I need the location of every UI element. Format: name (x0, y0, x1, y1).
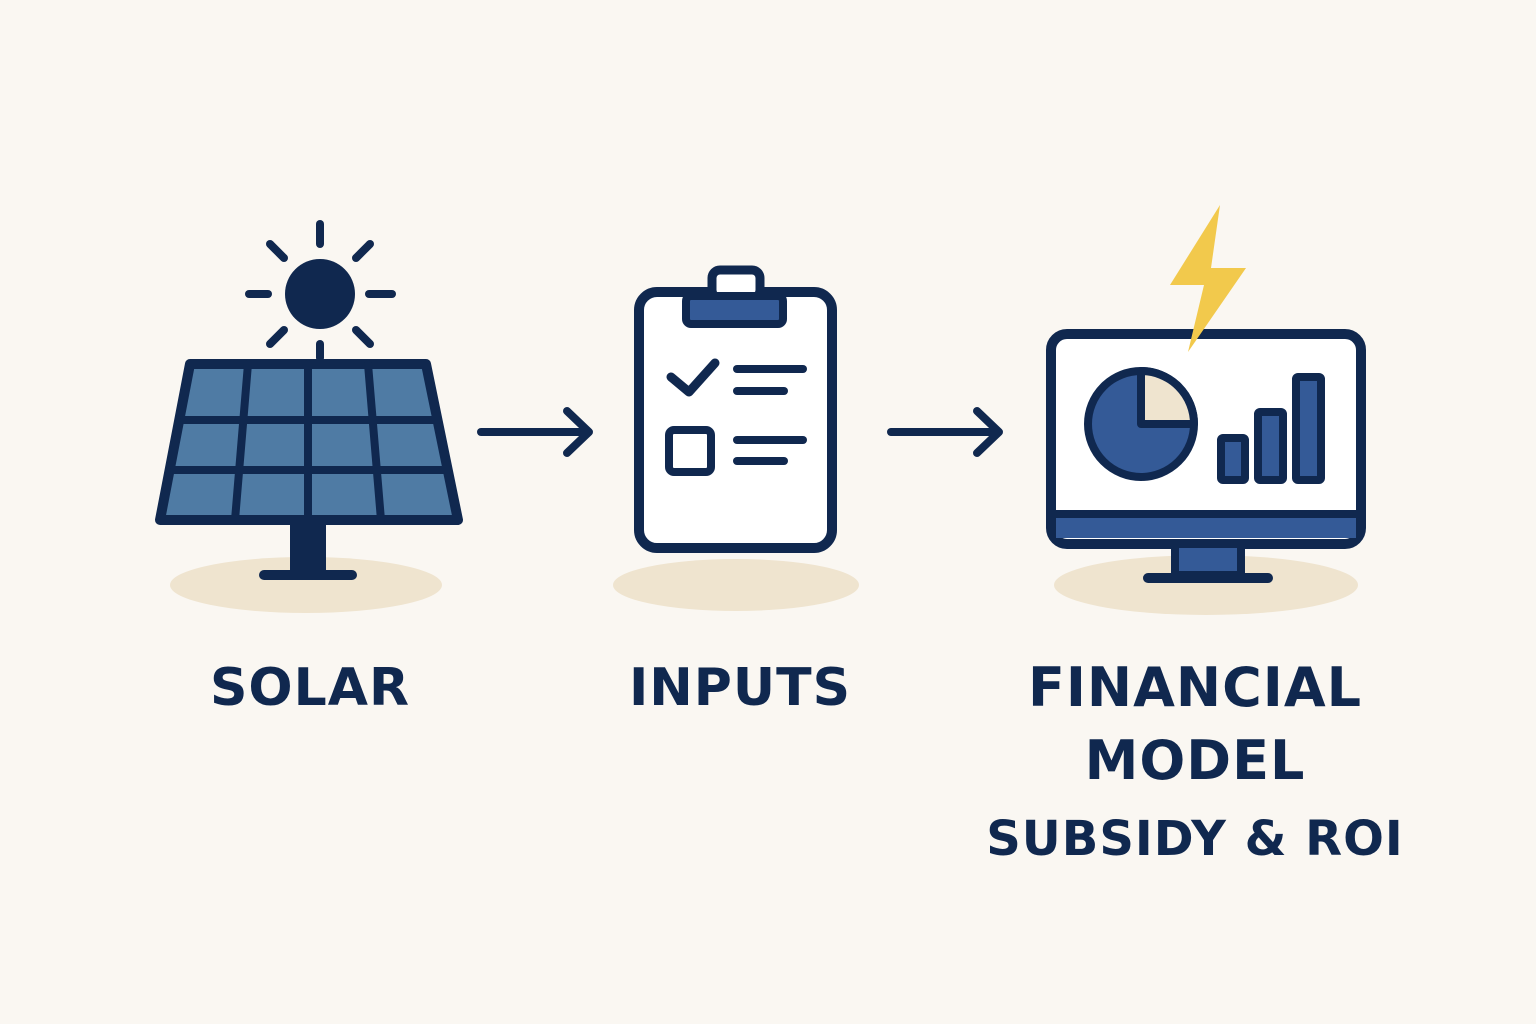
step-label-financial: FINANCIAL (1027, 656, 1363, 719)
sun-icon (245, 220, 396, 362)
step-label-inputs: INPUTS (628, 658, 852, 718)
bar-chart-icon (1217, 373, 1325, 484)
step-label-solar: SOLAR (209, 658, 411, 718)
step-sublabel-subsidy-roi: SUBSIDY & ROI (986, 811, 1404, 867)
monitor-dashboard-icon (1046, 205, 1366, 583)
pie-chart-icon (1084, 367, 1198, 481)
step-label-model: MODEL (1084, 729, 1306, 792)
arrow-right-icon (887, 407, 1003, 457)
solar-shadow (170, 557, 442, 613)
checkbox-empty-icon (665, 426, 715, 476)
clipboard-checklist-icon (634, 265, 837, 553)
financial-shadow (1054, 555, 1358, 615)
solar-panel-icon (155, 220, 463, 580)
inputs-shadow (613, 559, 859, 611)
checkmark-icon (666, 358, 720, 397)
arrow-right-icon (477, 407, 593, 457)
lightning-bolt-icon (1170, 205, 1246, 352)
